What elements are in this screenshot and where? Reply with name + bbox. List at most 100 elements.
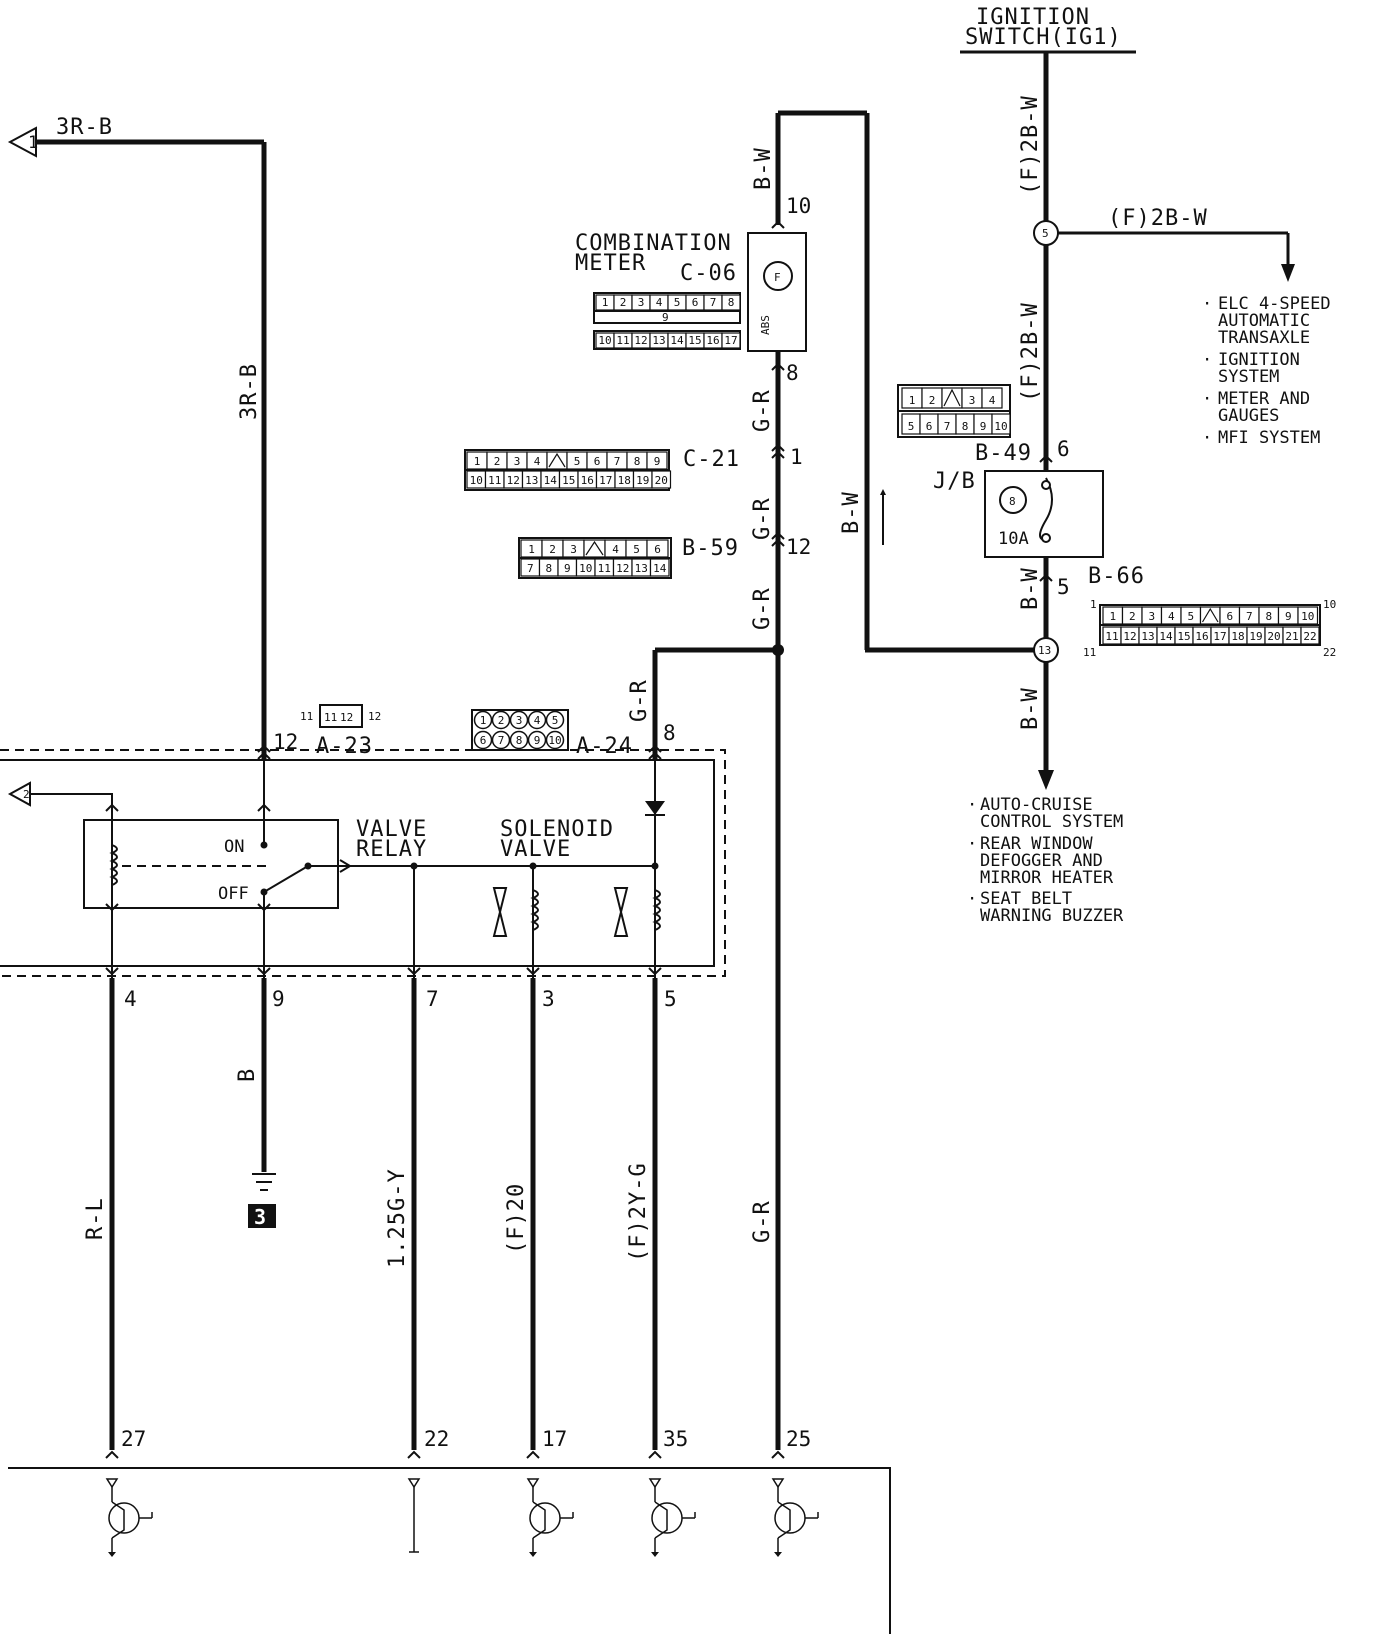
svg-text:MIRROR HEATER: MIRROR HEATER <box>980 868 1114 888</box>
a24-conn-pin: 6 <box>480 734 487 747</box>
b66-conn-pin: 8 <box>1265 610 1272 623</box>
c06-conn-pin: 11 <box>616 334 629 347</box>
c21-pin: 1 <box>790 445 803 469</box>
connector-chevron <box>771 450 785 459</box>
svg-text:11: 11 <box>300 710 313 723</box>
c06-conn-pin: 6 <box>692 296 699 309</box>
wire-label-bw-meter: B-W <box>751 147 776 190</box>
combination-meter: F ABS COMBINATION METER C-06 10 8 <box>575 194 811 385</box>
c21-conn-pin: 5 <box>574 455 581 468</box>
meter-title-1: COMBINATION <box>575 231 732 256</box>
c21-conn-pin: 8 <box>634 455 641 468</box>
svg-text:9: 9 <box>662 311 669 324</box>
connector-chevron <box>771 1450 785 1459</box>
ground-3: 3 <box>248 1173 276 1229</box>
meter-feed-wire: B-W B-W <box>751 110 886 650</box>
bottom-systems-list: · AUTO-CRUISE CONTROL SYSTEM · REAR WIND… <box>967 795 1124 926</box>
switch-off-label: OFF <box>218 884 249 904</box>
svg-text:SEAT BELT: SEAT BELT <box>980 889 1072 909</box>
wire-label-rl: R-L <box>83 1197 108 1240</box>
jb-conn-pin: 2 <box>929 394 936 407</box>
svg-text:·: · <box>1202 350 1212 370</box>
output-wires: R-L B 1.25G-Y (F)20 (F)2Y-G <box>83 978 658 1450</box>
b66-conn-key <box>1201 607 1219 623</box>
a24-conn-cell <box>545 730 565 750</box>
svg-text:METER AND: METER AND <box>1218 389 1310 409</box>
wire-label-bw-loop: B-W <box>839 491 864 534</box>
b66-conn-pin: 15 <box>1177 630 1190 643</box>
b59-conn-cell <box>646 539 669 558</box>
b66-conn-pin: 18 <box>1231 630 1244 643</box>
a24-conn-cell <box>545 710 565 730</box>
connector-chevron <box>771 443 785 452</box>
connector-chevron <box>257 751 271 760</box>
c06-conn-pin: 4 <box>656 296 663 309</box>
svg-text:1: 1 <box>1090 598 1097 611</box>
connector-chevron <box>407 1450 421 1459</box>
svg-text:REAR WINDOW: REAR WINDOW <box>980 834 1093 854</box>
b66-conn-cell <box>1297 606 1319 625</box>
ground-number: 3 <box>254 1205 266 1229</box>
arrow-2-number: 2 <box>23 788 30 801</box>
ecu-terminal <box>105 1478 119 1489</box>
b59-conn-pin: 4 <box>612 543 619 556</box>
c21-conn-pin: 9 <box>654 455 661 468</box>
jb-conn-pin: 3 <box>969 394 976 407</box>
wire-label-f2bw-top: (F)2B-W <box>1018 95 1043 195</box>
b66-conn-pin: 17 <box>1213 630 1226 643</box>
b59-conn-key <box>585 540 604 556</box>
c21-conn-pin: 10 <box>470 474 483 487</box>
c21-conn-pin: 13 <box>525 474 538 487</box>
b66-conn-pin: 11 <box>1105 630 1118 643</box>
junction-13: 13 <box>865 637 1059 663</box>
connector-chevron <box>105 967 119 976</box>
a24-conn-pin: 4 <box>534 714 541 727</box>
junction-13-number: 13 <box>1038 644 1051 657</box>
jb-conn-pin: 10 <box>994 420 1007 433</box>
a24-code: A-24 <box>576 734 633 759</box>
svg-text:IGNITION: IGNITION <box>1218 350 1300 370</box>
b66-conn-pin: 19 <box>1249 630 1262 643</box>
connector-chevron <box>105 803 119 812</box>
svg-text:·: · <box>967 889 977 909</box>
fuel-gauge-symbol: F <box>774 271 781 284</box>
b66-conn-pin: 7 <box>1246 610 1253 623</box>
svg-text:12: 12 <box>368 710 381 723</box>
svg-text:11: 11 <box>1083 646 1096 659</box>
gr-main-wire: G-R G-R G-R G-R G-R <box>627 351 784 1450</box>
b66-conn-pin: 21 <box>1285 630 1298 643</box>
b59-conn-pin: 3 <box>570 543 577 556</box>
connector-chevron <box>771 362 785 371</box>
valve-relay-label-2: RELAY <box>356 837 427 862</box>
svg-text:11: 11 <box>324 711 337 724</box>
connector-chevron <box>257 744 271 753</box>
c06-conn-pin: 16 <box>706 334 719 347</box>
ecu-terminal <box>526 1478 540 1489</box>
b59-pin: 12 <box>786 535 811 559</box>
svg-text:·: · <box>967 834 977 854</box>
wire-label-3rb-vertical: 3R-B <box>237 363 262 420</box>
junction-block: 8 10A J/B B-49 6 B-66 5 <box>933 437 1144 599</box>
solenoid-label-1: SOLENOID <box>500 817 614 842</box>
a24-pin: 8 <box>663 721 676 745</box>
a24-conn-pin: 10 <box>548 734 561 747</box>
b59-conn-pin: 13 <box>635 562 648 575</box>
connector-chevron <box>257 803 271 812</box>
svg-text:4: 4 <box>124 987 137 1011</box>
c21-code: C-21 <box>683 447 740 472</box>
b59-conn-pin: 7 <box>527 562 534 575</box>
connector-chevron <box>648 1450 662 1459</box>
svg-text:DEFOGGER AND: DEFOGGER AND <box>980 851 1103 871</box>
jb-conn-cell <box>991 413 1011 435</box>
jb-conn-cell <box>981 387 1003 409</box>
connector-chevron <box>648 744 662 753</box>
connector-chevron <box>648 967 662 976</box>
svg-text:25: 25 <box>786 1427 811 1451</box>
jb-conn-pin: 9 <box>980 420 987 433</box>
a24-conn-pin: 3 <box>516 714 523 727</box>
